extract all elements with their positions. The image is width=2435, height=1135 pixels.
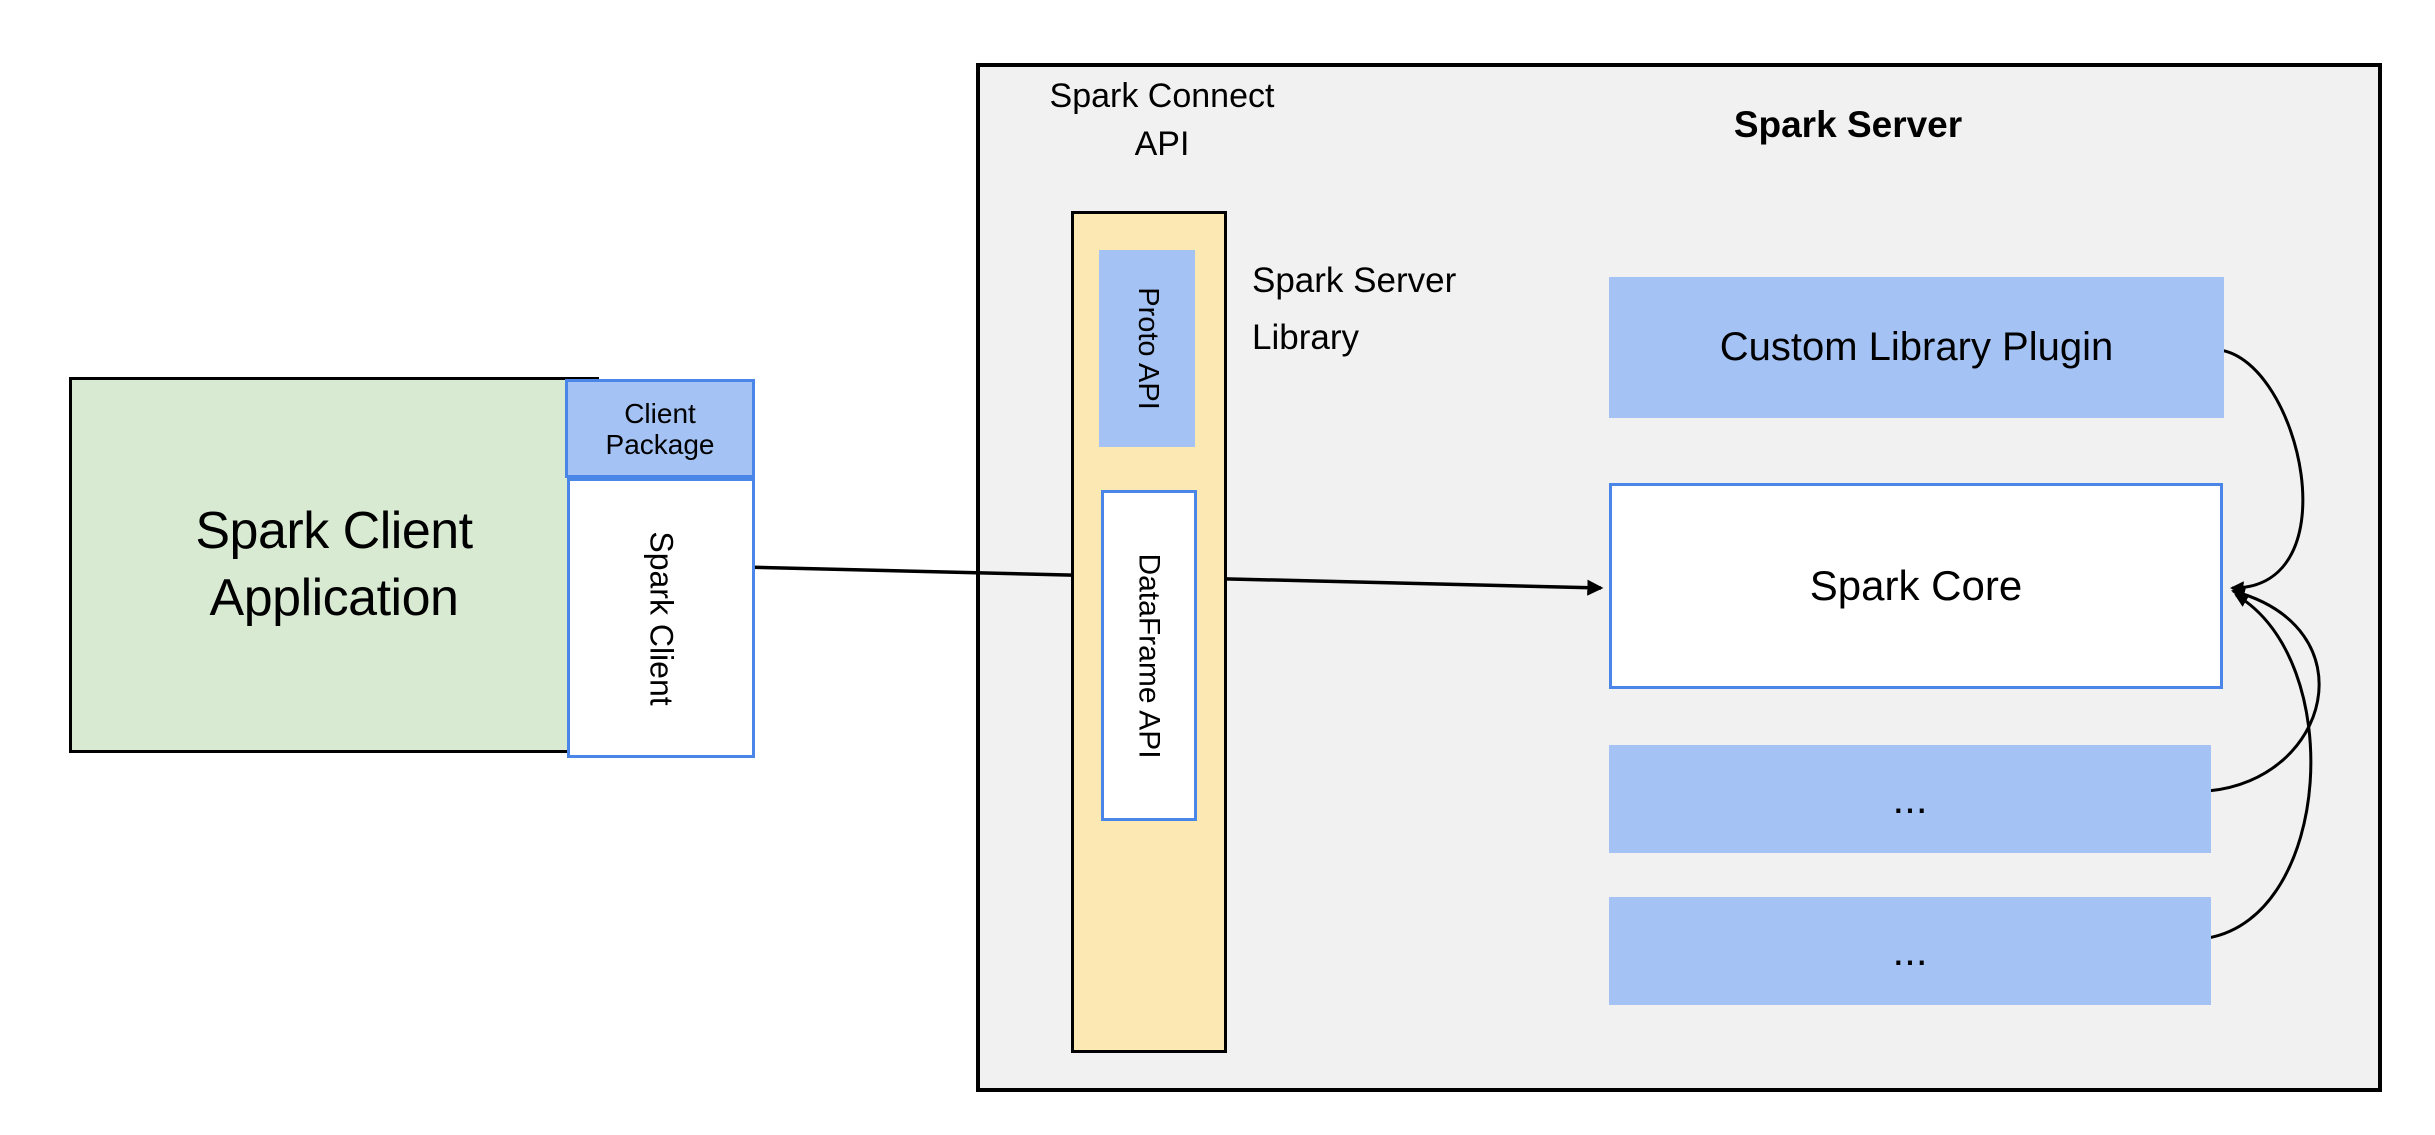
spark-client-application-box bbox=[69, 377, 599, 753]
dataframe-api-box: DataFrame API bbox=[1101, 490, 1197, 821]
client-package-box: Client Package bbox=[565, 379, 755, 478]
extension-box-2: ... bbox=[1609, 897, 2211, 1005]
spark-core-label: Spark Core bbox=[1809, 562, 2023, 609]
spark-server-title: Spark Server bbox=[1733, 104, 1963, 145]
extension-box-1-label: ... bbox=[1892, 775, 1928, 822]
spark-server-library-label: Spark Server Library bbox=[1252, 261, 1457, 357]
spark-client-application-label: Spark Client Application bbox=[195, 502, 473, 627]
custom-library-plugin-label: Custom Library Plugin bbox=[1719, 325, 2114, 369]
spark-core-box: Spark Core bbox=[1609, 483, 2223, 689]
dataframe-api-label: DataFrame API bbox=[1133, 552, 1167, 759]
extension-box-2-label: ... bbox=[1892, 927, 1928, 974]
proto-api-box: Proto API bbox=[1099, 250, 1195, 447]
extension-box-1: ... bbox=[1609, 745, 2211, 853]
custom-library-plugin-box: Custom Library Plugin bbox=[1609, 277, 2224, 418]
spark-client-box: Spark Client bbox=[567, 478, 755, 758]
spark-client-label: Spark Client bbox=[643, 530, 680, 706]
client-package-label: Client Package bbox=[605, 397, 715, 460]
spark-connect-api-title: Spark Connect API bbox=[1049, 77, 1275, 163]
proto-api-label: Proto API bbox=[1131, 287, 1164, 410]
